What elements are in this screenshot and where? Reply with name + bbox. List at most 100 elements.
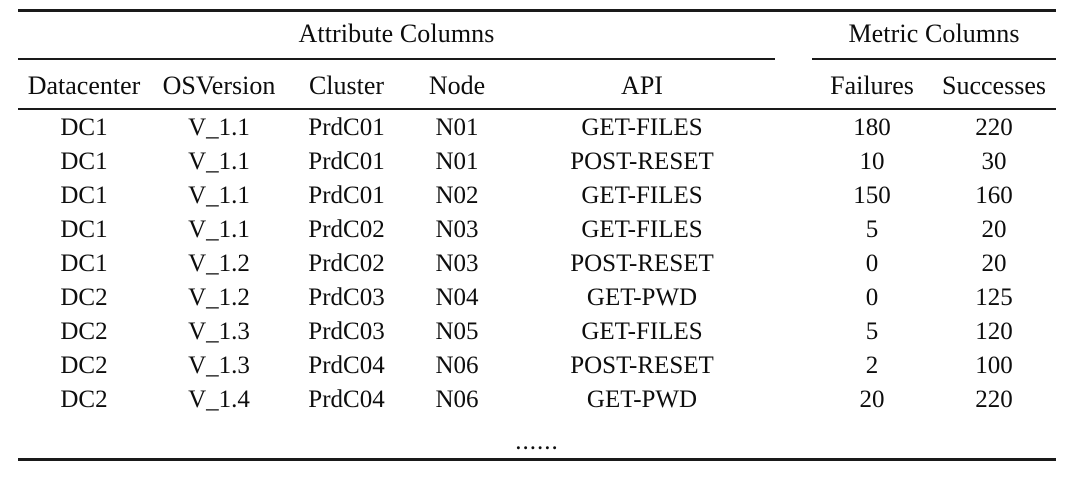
group-header-spacer	[775, 12, 812, 59]
cell-cluster: PrdC04	[308, 385, 385, 413]
cell-successes: 160	[975, 181, 1013, 209]
cell-cluster: PrdC02	[308, 215, 385, 243]
cell-successes: 30	[981, 147, 1007, 175]
cell-node: N03	[435, 249, 479, 277]
top-rule-line	[18, 9, 1056, 13]
cell-failures: 20	[859, 385, 885, 413]
group-header-attribute-columns: Attribute Columns	[298, 19, 495, 48]
cell-api: GET-FILES	[581, 113, 703, 141]
table-row: DC1 V_1.1 PrdC01 N02 GET-FILES 150 160	[18, 178, 1056, 212]
cell-node: N04	[435, 283, 479, 311]
cell-datacenter: DC1	[60, 249, 108, 277]
cell-api: POST-RESET	[570, 351, 714, 379]
cell-node: N02	[435, 181, 479, 209]
cell-cluster: PrdC01	[308, 181, 385, 209]
cell-datacenter: DC1	[60, 215, 108, 243]
continuation-ellipsis: ......	[515, 428, 559, 455]
column-header-datacenter: Datacenter	[27, 70, 141, 100]
cell-successes: 220	[975, 113, 1013, 141]
cell-osversion: V_1.1	[188, 215, 250, 243]
cell-failures: 150	[853, 181, 891, 209]
cell-gap	[775, 178, 812, 212]
cell-node: N01	[435, 113, 479, 141]
cell-osversion: V_1.3	[188, 317, 250, 345]
cell-api: POST-RESET	[570, 249, 714, 277]
cell-osversion: V_1.4	[188, 385, 250, 413]
column-header-gap	[775, 60, 812, 109]
cell-node: N01	[435, 147, 479, 175]
bottom-rule	[18, 458, 1056, 462]
cell-gap	[775, 382, 812, 416]
cell-osversion: V_1.3	[188, 351, 250, 379]
cell-datacenter: DC2	[60, 385, 108, 413]
cell-failures: 5	[865, 215, 879, 243]
cell-successes: 120	[975, 317, 1013, 345]
cell-gap	[775, 212, 812, 246]
column-header-row: Datacenter OSVersion Cluster Node API Fa…	[18, 60, 1056, 109]
cell-failures: 5	[865, 317, 879, 345]
cell-failures: 0	[865, 249, 879, 277]
cell-node: N06	[435, 385, 479, 413]
column-header-node: Node	[428, 70, 486, 100]
continuation-row: ......	[18, 416, 1056, 460]
table-row: DC2 V_1.4 PrdC04 N06 GET-PWD 20 220	[18, 382, 1056, 416]
cell-failures: 0	[865, 283, 879, 311]
table-row: DC2 V_1.3 PrdC04 N06 POST-RESET 2 100	[18, 348, 1056, 382]
cell-datacenter: DC1	[60, 181, 108, 209]
cell-cluster: PrdC04	[308, 351, 385, 379]
table-row: DC2 V_1.3 PrdC03 N05 GET-FILES 5 120	[18, 314, 1056, 348]
cell-node: N06	[435, 351, 479, 379]
cell-successes: 220	[975, 385, 1013, 413]
cell-cluster: PrdC01	[308, 147, 385, 175]
table-row: DC2 V_1.2 PrdC03 N04 GET-PWD 0 125	[18, 280, 1056, 314]
cell-successes: 20	[981, 215, 1007, 243]
cell-node: N03	[435, 215, 479, 243]
cell-cluster: PrdC03	[308, 283, 385, 311]
cell-osversion: V_1.2	[188, 249, 250, 277]
cell-node: N05	[435, 317, 479, 345]
cell-failures: 2	[865, 351, 879, 379]
cell-successes: 125	[975, 283, 1013, 311]
cell-api: POST-RESET	[570, 147, 714, 175]
column-header-successes: Successes	[942, 70, 1046, 100]
cell-cluster: PrdC03	[308, 317, 385, 345]
group-header-row: Attribute Columns Metric Columns	[18, 12, 1056, 59]
cell-datacenter: DC1	[60, 147, 108, 175]
cell-cluster: PrdC02	[308, 249, 385, 277]
cell-gap	[775, 348, 812, 382]
cell-datacenter: DC2	[60, 351, 108, 379]
metrics-table: Attribute Columns Metric Columns Datacen…	[18, 9, 1056, 462]
table-row: DC1 V_1.2 PrdC02 N03 POST-RESET 0 20	[18, 246, 1056, 280]
cell-gap	[775, 280, 812, 314]
cell-successes: 20	[981, 249, 1007, 277]
cell-gap	[775, 314, 812, 348]
table-head: Attribute Columns Metric Columns Datacen…	[18, 9, 1056, 111]
table-row: DC1 V_1.1 PrdC01 N01 GET-FILES 180 220	[18, 110, 1056, 144]
cell-failures: 180	[853, 113, 891, 141]
top-rule	[18, 9, 1056, 13]
column-header-api: API	[621, 70, 663, 100]
table-body: DC1 V_1.1 PrdC01 N01 GET-FILES 180 220 D…	[18, 110, 1056, 462]
table-row: DC1 V_1.1 PrdC02 N03 GET-FILES 5 20	[18, 212, 1056, 246]
column-header-cluster: Cluster	[308, 70, 385, 100]
cell-api: GET-FILES	[581, 181, 703, 209]
cell-gap	[775, 246, 812, 280]
table-row: DC1 V_1.1 PrdC01 N01 POST-RESET 10 30	[18, 144, 1056, 178]
column-header-failures: Failures	[830, 70, 914, 100]
cell-osversion: V_1.2	[188, 283, 250, 311]
cell-api: GET-PWD	[586, 385, 698, 413]
column-header-osversion: OSVersion	[162, 70, 276, 100]
cell-osversion: V_1.1	[188, 113, 250, 141]
cell-api: GET-PWD	[586, 283, 698, 311]
cell-successes: 100	[975, 351, 1013, 379]
cell-datacenter: DC2	[60, 283, 108, 311]
cell-gap	[775, 144, 812, 178]
cell-gap	[775, 110, 812, 144]
cell-osversion: V_1.1	[188, 147, 250, 175]
group-header-metric-columns: Metric Columns	[848, 19, 1020, 48]
cell-datacenter: DC2	[60, 317, 108, 345]
cell-failures: 10	[859, 147, 885, 175]
cell-api: GET-FILES	[581, 317, 703, 345]
cell-cluster: PrdC01	[308, 113, 385, 141]
